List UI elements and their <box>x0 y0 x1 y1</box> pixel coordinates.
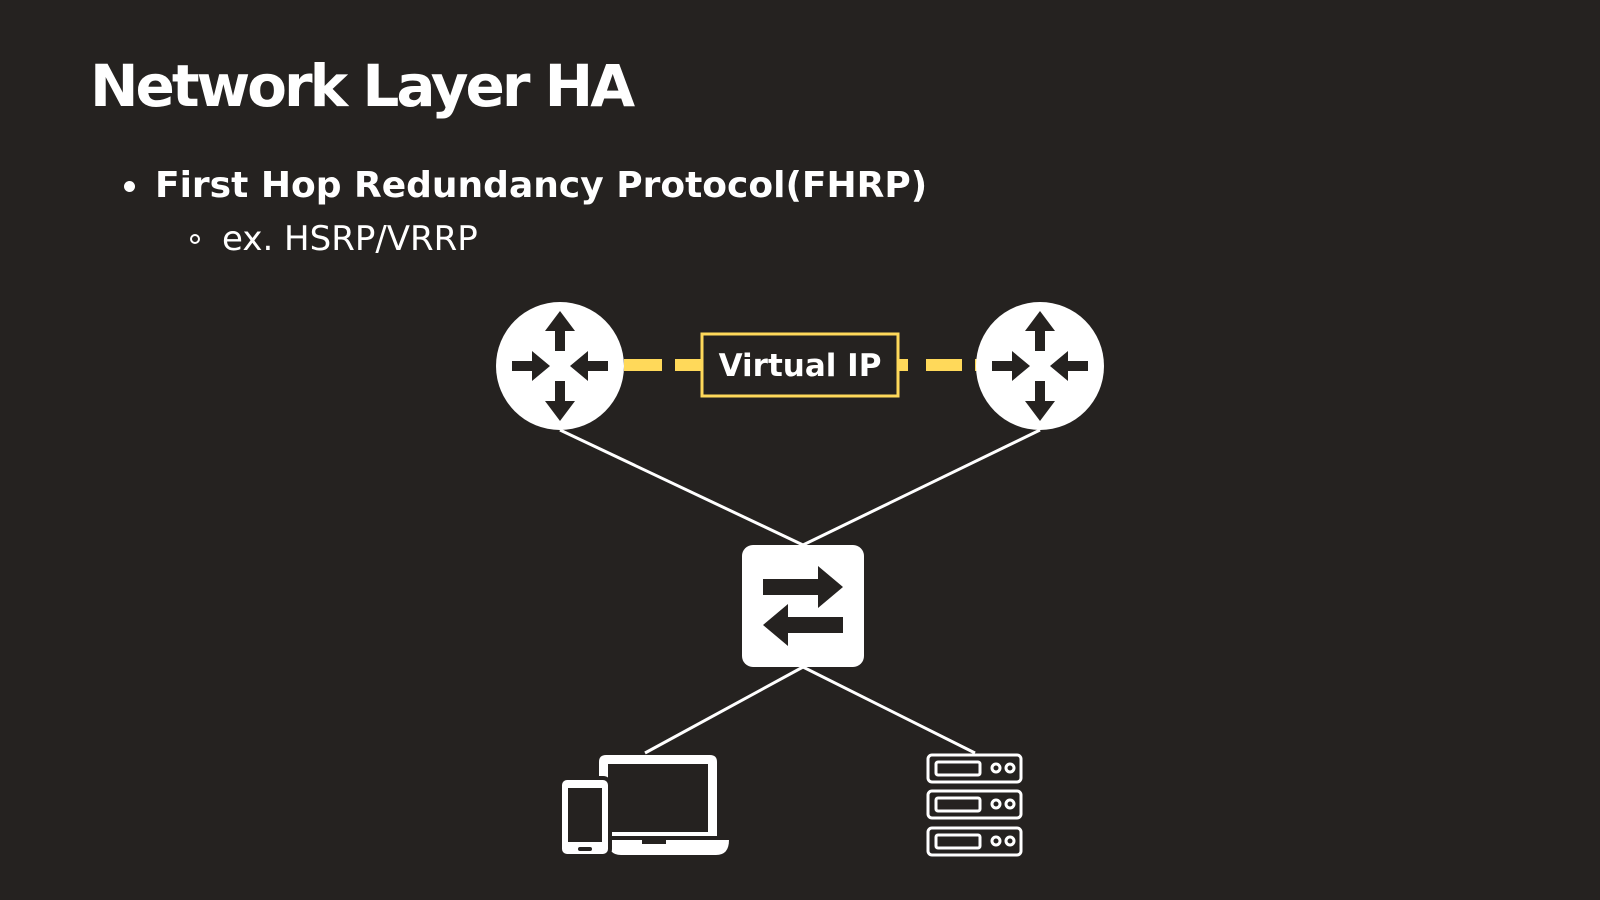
bullet-item: First Hop Redundancy Protocol(FHRP) <box>124 162 927 210</box>
sub-bullet-text: ex. HSRP/VRRP <box>222 219 478 259</box>
bullet-text: First Hop Redundancy Protocol(FHRP) <box>155 165 928 206</box>
link-router-left-switch <box>559 428 804 547</box>
bullet-dot-icon <box>124 180 135 192</box>
virtual-ip-box: Virtual IP <box>700 332 900 398</box>
server-rack-icon <box>926 753 1023 857</box>
link-router-right-switch <box>802 428 1041 547</box>
link-switch-clients <box>644 665 804 755</box>
router-left-icon <box>496 302 624 430</box>
sub-bullet-ring-icon <box>190 234 200 244</box>
switch-icon <box>742 545 864 667</box>
connection-lines <box>559 428 1041 755</box>
slide-title: Network Layer HA <box>90 52 635 120</box>
link-switch-servers <box>802 665 976 755</box>
router-right-icon <box>976 302 1104 430</box>
sub-bullet-item: ex. HSRP/VRRP <box>190 216 478 262</box>
virtual-ip-label: Virtual IP <box>719 348 882 384</box>
devices-icon <box>558 755 729 858</box>
